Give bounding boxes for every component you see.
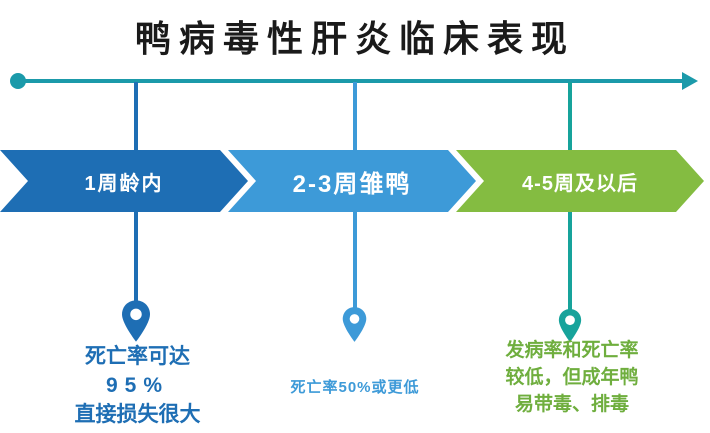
stage-2-note: 死亡率50%或更低 <box>253 378 457 398</box>
note-line: 死亡率可达 <box>85 345 190 368</box>
stage-1-label: 1周龄内 <box>84 172 164 195</box>
stage-3-note: 发病率和死亡率 较低，但成年鸭 易带毒、排毒 <box>468 337 676 418</box>
note-line: 发病率和死亡率 <box>505 340 639 361</box>
stage-chevron-2: 2-3周雏鸭 <box>228 150 476 212</box>
note-line: 95% <box>105 374 170 397</box>
stage-2-label: 2-3周雏鸭 <box>292 170 412 198</box>
location-pin-icon <box>341 306 368 343</box>
stage-3-label: 4-5周及以后 <box>522 172 638 195</box>
page-title: 鸭病毒性肝炎临床表现 <box>134 18 575 59</box>
note-line: 死亡率50%或更低 <box>290 379 420 396</box>
location-pin-icon <box>120 299 152 343</box>
note-line: 易带毒、排毒 <box>514 394 629 415</box>
timeline-arrowhead-icon <box>682 72 698 90</box>
note-line: 较低，但成年鸭 <box>505 367 639 388</box>
note-line: 直接损失很大 <box>74 403 201 426</box>
stage-1-note: 死亡率可达 95% 直接损失很大 <box>30 342 245 429</box>
location-pin-icon <box>557 308 583 343</box>
stage-chevron-3: 4-5周及以后 <box>456 150 704 212</box>
stage-chevron-1: 1周龄内 <box>0 150 248 212</box>
timeline-axis <box>18 79 684 83</box>
